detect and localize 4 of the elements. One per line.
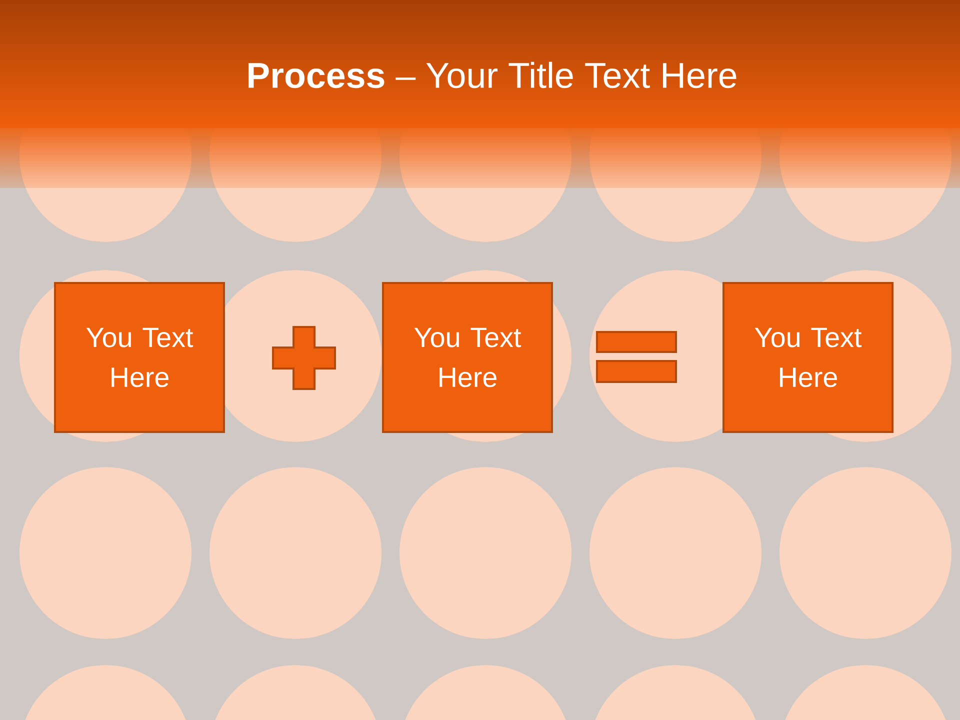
text-box: You Text Here — [382, 282, 553, 433]
text-box: You Text Here — [54, 282, 225, 433]
text-box: You Text Here — [722, 282, 894, 433]
title: Process – Your Title Text Here — [248, 62, 736, 88]
